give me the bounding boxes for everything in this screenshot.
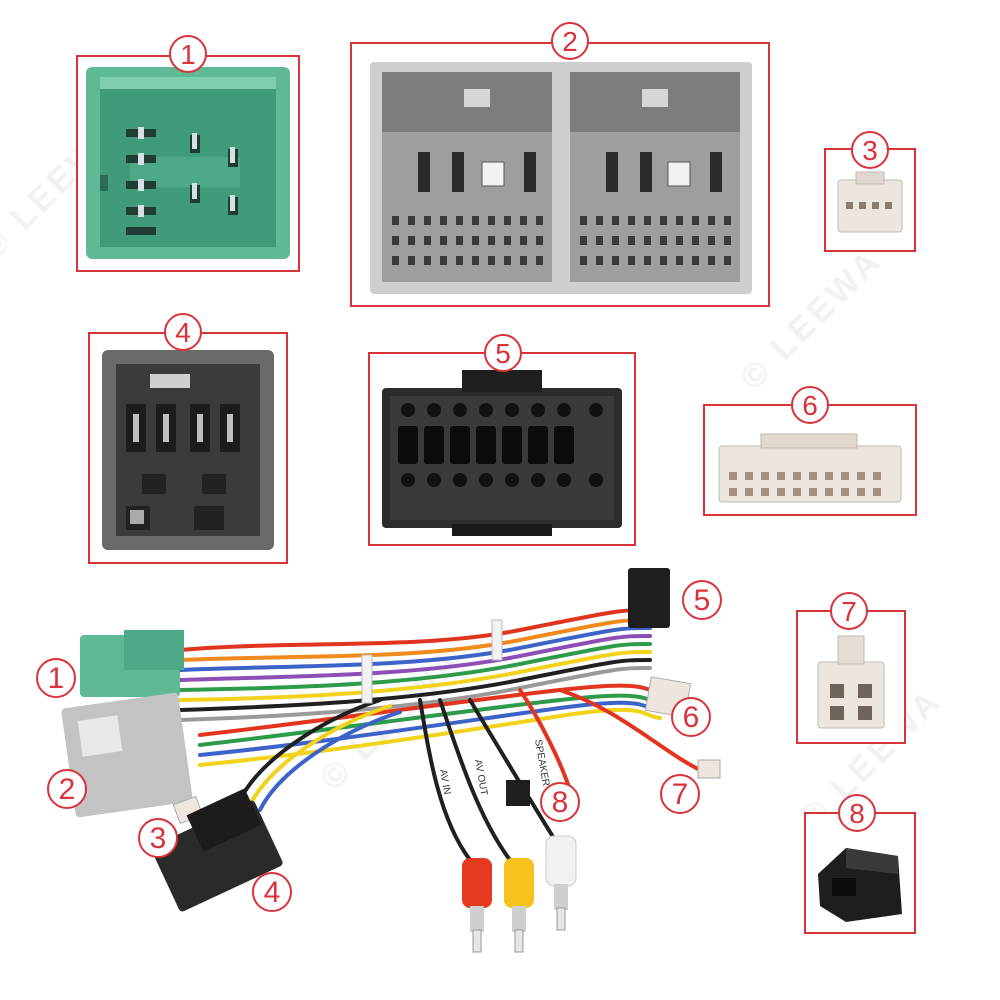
connector-7-panel — [796, 610, 906, 744]
speaker-label: SPEAKER — [532, 739, 551, 787]
black-connector-image — [382, 370, 622, 536]
black-small-connector-image — [818, 848, 902, 922]
watermark-text: © LEEWA — [313, 640, 470, 798]
grey-connector-image — [370, 62, 752, 294]
callout-number-7: 7 — [830, 592, 868, 630]
callout-number-4: 4 — [164, 313, 202, 351]
harness-callout-2: 2 — [47, 769, 87, 809]
white-small-connector-image — [837, 171, 903, 233]
harness-callout-3: 3 — [138, 818, 178, 858]
callout-number-5: 5 — [484, 334, 522, 372]
connector-5-panel — [368, 352, 636, 546]
av-in-label: AV IN — [437, 769, 452, 796]
harness-callout-6: 6 — [671, 697, 711, 737]
callout-number-6: 6 — [791, 386, 829, 424]
connector-1-panel — [76, 55, 300, 272]
green-connector-image — [86, 67, 290, 259]
white-4pin-connector-image — [817, 635, 885, 729]
connector-4-panel — [88, 332, 288, 564]
dark-grey-connector-image — [102, 350, 274, 550]
harness-callout-1: 1 — [36, 658, 76, 698]
callout-number-1: 1 — [169, 35, 207, 73]
harness-callout-7: 7 — [660, 774, 700, 814]
callout-number-8: 8 — [838, 794, 876, 832]
callout-number-2: 2 — [551, 22, 589, 60]
callout-number-3: 3 — [851, 131, 889, 169]
harness-callout-5: 5 — [682, 580, 722, 620]
av-out-label: AV OUT — [472, 759, 489, 797]
white-long-connector-image — [718, 433, 902, 503]
connector-2-panel — [350, 42, 770, 307]
connector-6-panel — [703, 404, 917, 516]
harness-callout-8: 8 — [540, 782, 580, 822]
connector-8-panel — [804, 812, 916, 934]
harness-callout-4: 4 — [252, 872, 292, 912]
